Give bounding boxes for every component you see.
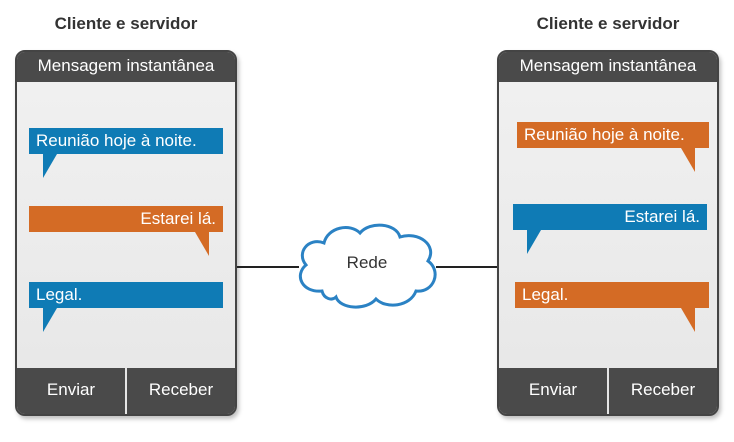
left-network-link — [237, 266, 299, 268]
left-message-3: Legal. — [29, 282, 223, 332]
left-message-2-tail — [195, 232, 209, 256]
right-phone: Mensagem instantânea Reunião hoje à noit… — [497, 50, 719, 416]
right-receive-button[interactable]: Receber — [630, 380, 696, 399]
right-message-2-text: Estarei lá. — [624, 207, 700, 226]
left-device-label: Cliente e servidor — [54, 14, 198, 33]
left-message-1-text: Reunião hoje à noite. — [36, 131, 197, 150]
left-message-3-tail — [43, 308, 57, 332]
right-phone-header: Mensagem instantânea — [499, 52, 717, 82]
left-message-area: Reunião hoje à noite. Estarei lá. Legal. — [17, 82, 235, 368]
network-cloud-icon — [299, 223, 437, 309]
network-label: Rede — [346, 253, 388, 272]
right-message-3: Legal. — [515, 282, 709, 332]
left-receive-button[interactable]: Receber — [148, 380, 214, 399]
right-phone-footer: Enviar Receber — [499, 368, 717, 414]
right-message-1: Reunião hoje à noite. — [517, 122, 709, 172]
left-phone-footer: Enviar Receber — [17, 368, 235, 414]
left-message-1-tail — [43, 154, 57, 178]
right-message-1-tail — [681, 148, 695, 172]
right-message-2-tail — [527, 230, 541, 254]
right-message-3-text: Legal. — [522, 285, 569, 304]
left-message-2: Estarei lá. — [29, 206, 223, 256]
left-message-1: Reunião hoje à noite. — [29, 128, 223, 178]
left-phone-header: Mensagem instantânea — [17, 52, 235, 82]
left-phone: Mensagem instantânea Reunião hoje à noit… — [15, 50, 237, 416]
left-message-3-text: Legal. — [36, 285, 83, 304]
left-message-2-text: Estarei lá. — [140, 209, 216, 228]
right-network-link — [436, 266, 498, 268]
right-message-area: Reunião hoje à noite. Estarei lá. Legal. — [499, 82, 717, 368]
right-message-2: Estarei lá. — [513, 204, 707, 254]
right-send-button[interactable]: Enviar — [499, 368, 609, 414]
right-message-3-tail — [681, 308, 695, 332]
right-message-1-text: Reunião hoje à noite. — [524, 125, 685, 144]
right-device-label: Cliente e servidor — [536, 14, 680, 33]
left-send-button[interactable]: Enviar — [17, 368, 127, 414]
